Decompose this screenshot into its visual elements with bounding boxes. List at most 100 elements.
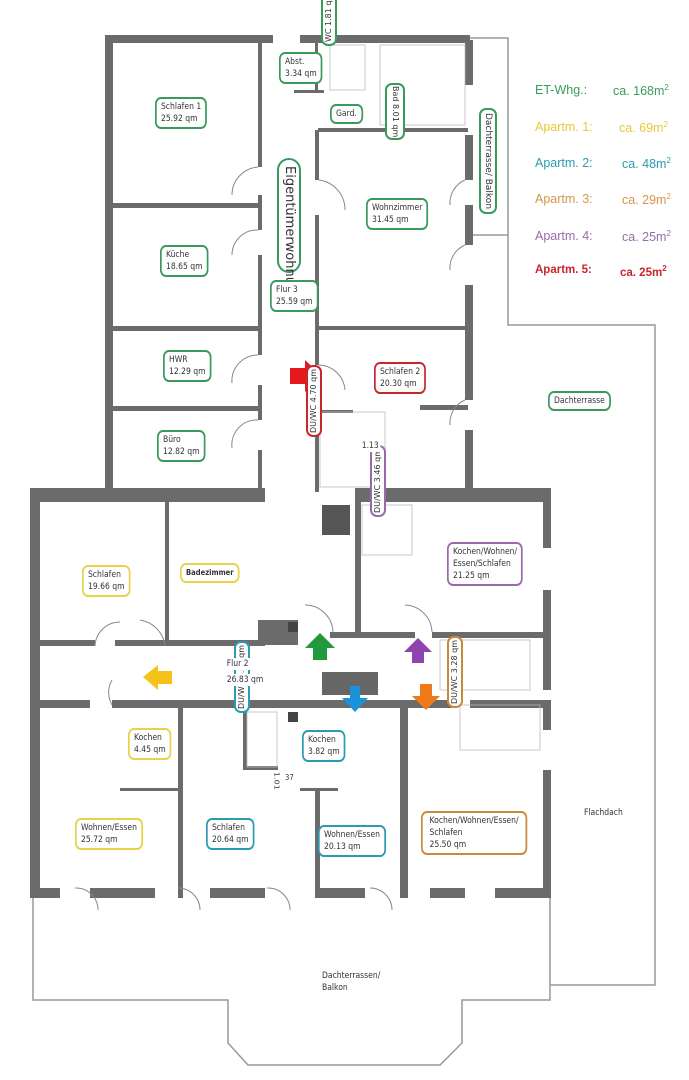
room-label-kochen-apartment-2: Kochen 3.82 qm xyxy=(302,730,346,762)
room-name: Gard. xyxy=(335,109,357,119)
room-area: 3.82 qm xyxy=(307,747,340,757)
room-name: Büro xyxy=(162,435,181,445)
legend-name: Apartm. 1: xyxy=(535,120,593,134)
legend-area: ca. 69m2 xyxy=(619,120,668,136)
room-label-bad: Bad 8.01 qm xyxy=(385,83,405,141)
room-area: 1.81 qm xyxy=(324,0,333,26)
legend-area: ca. 25m2 xyxy=(622,229,671,245)
room-name: Küche xyxy=(165,250,190,260)
fire-alarm-icon xyxy=(288,622,298,632)
area-label-dachterrassen-balkon: Dachterrassen/Balkon xyxy=(322,970,381,994)
room-label-schlafen-1: Schlafen 1 25.92 qm xyxy=(155,97,208,129)
room-name: Eigentümerwohnung xyxy=(282,166,297,302)
room-label-gard: Gard. xyxy=(330,104,363,124)
room-name: DU/WC xyxy=(309,404,318,433)
room-name: Kochen/Wohnen/ xyxy=(452,547,518,557)
orange-arrow-icon xyxy=(412,684,440,710)
area-label-flachdach: Flachdach xyxy=(584,807,623,819)
room-name: Wohnzimmer xyxy=(371,203,423,213)
exit-signs xyxy=(288,505,378,722)
room-name: Dachterrassen/ xyxy=(322,971,381,981)
room-area: 25.50 qm xyxy=(429,840,467,850)
room-area: 20.30 qm xyxy=(379,379,417,389)
room-label-kueche: Küche 18.65 qm xyxy=(160,245,209,277)
room-name: Schlafen xyxy=(429,828,463,838)
room-area: 25.72 qm xyxy=(80,835,118,845)
room-area: 4.45 qm xyxy=(133,745,166,755)
room-name: WC xyxy=(324,28,333,43)
room-label-hwr: HWR 12.29 qm xyxy=(163,350,212,382)
room-label-du-wc-apartment-4: DU/WC 3.46 qm xyxy=(370,445,386,517)
room-name: Schlafen 1 xyxy=(160,102,202,112)
dimension-label: 1.13 xyxy=(360,440,381,452)
legend-name: ET-Whg.: xyxy=(535,83,588,97)
arrows xyxy=(143,360,440,712)
room-area: 12.29 qm xyxy=(168,367,206,377)
room-label-wohnzimmer: Wohnzimmer 31.45 qm xyxy=(366,198,429,230)
legend-area: ca. 168m2 xyxy=(613,83,669,99)
dimension-label: 37 xyxy=(285,772,294,784)
room-name: Schlafen xyxy=(211,823,245,833)
bathroom-tiles xyxy=(246,44,541,768)
room-label-kochen-wohnen-essen-schlafen-apartment-4: Kochen/Wohnen/Essen/Schlafen 21.25 qm xyxy=(447,542,524,586)
purple-arrow-icon xyxy=(404,638,432,663)
room-area: 20.13 qm xyxy=(323,842,361,852)
room-name-flur-2: Flur 2 xyxy=(225,658,251,670)
room-name: Bad xyxy=(391,86,400,102)
room-name: Abst. xyxy=(284,57,305,67)
room-name: Schlafen 2 xyxy=(379,367,421,377)
room-area: 4.70 qm xyxy=(309,369,318,403)
legend-name: Apartm. 2: xyxy=(535,156,593,170)
room-name: Kochen xyxy=(133,733,162,743)
room-area: 3.34 qm xyxy=(284,69,317,79)
room-area: 21.25 qm xyxy=(452,571,490,581)
room-name: Schlafen xyxy=(87,570,121,580)
terrace-outlines xyxy=(32,37,656,1066)
room-label-wc: WC 1.81 qm xyxy=(321,0,337,46)
room-name: Wohnen/Essen xyxy=(323,830,380,840)
room-name: Kochen xyxy=(307,735,336,745)
room-name: Dachterrasse/ Balkon xyxy=(483,113,493,210)
room-name: Kochen/Wohnen/Essen/ xyxy=(429,816,519,826)
walls xyxy=(30,35,551,898)
room-name: Flur 3 xyxy=(275,285,298,295)
room-name: Essen/Schlafen xyxy=(452,559,511,569)
room-label-du-wc-apartment-5: DU/WC 4.70 qm xyxy=(306,365,322,437)
room-area: 3.28 qm xyxy=(450,640,459,674)
room-label-buero: Büro 12.82 qm xyxy=(157,430,206,462)
room-name: DU/WC xyxy=(450,675,459,704)
door-swings xyxy=(74,166,466,911)
room-area: 31.45 qm xyxy=(371,215,409,225)
room-area: 25.59 qm xyxy=(275,297,313,307)
room-area: 19.66 qm xyxy=(87,582,125,592)
room-area: 20.64 qm xyxy=(211,835,249,845)
room-label-schlafen-apartment-2: Schlafen 20.64 qm xyxy=(206,818,255,850)
dimension-label: 1.01 xyxy=(271,772,282,790)
legend-area: ca. 48m2 xyxy=(622,156,671,172)
legend-name: Apartm. 5: xyxy=(535,264,592,276)
room-name: Dachterrasse xyxy=(553,396,605,406)
room-name: HWR xyxy=(168,355,188,365)
room-name: Balkon xyxy=(322,983,348,993)
room-name: Wohnen/Essen xyxy=(80,823,137,833)
room-name: Badezimmer xyxy=(185,568,234,577)
room-area: 25.92 qm xyxy=(160,114,198,124)
emergency-exit-sign-icon xyxy=(322,672,378,695)
room-label-dachterrasse-balkon: Dachterrasse/ Balkon xyxy=(479,108,497,215)
room-label-schlafen-apartment-1: Schlafen 19.66 qm xyxy=(82,565,131,597)
apartment-label-eigentuemerwohnung: Eigentümerwohnung xyxy=(277,158,301,301)
room-label-wohnen-essen-apartment-1: Wohnen/Essen 25.72 qm xyxy=(75,818,143,850)
room-area: 8.01 qm xyxy=(391,104,400,138)
legend-name: Apartm. 4: xyxy=(535,229,593,243)
room-label-abst: Abst. 3.34 qm xyxy=(279,52,323,84)
legend-area: ca. 25m2 xyxy=(620,264,667,279)
room-area: 12.82 qm xyxy=(162,447,200,457)
room-area: 18.65 qm xyxy=(165,262,203,272)
green-arrow-icon xyxy=(305,633,335,660)
legend-area: ca. 29m2 xyxy=(622,192,671,208)
room-label-schlafen-2: Schlafen 2 20.30 qm xyxy=(374,362,427,394)
room-label-badezimmer: Badezimmer xyxy=(180,563,240,583)
room-area: 3.46 qm xyxy=(373,449,382,483)
